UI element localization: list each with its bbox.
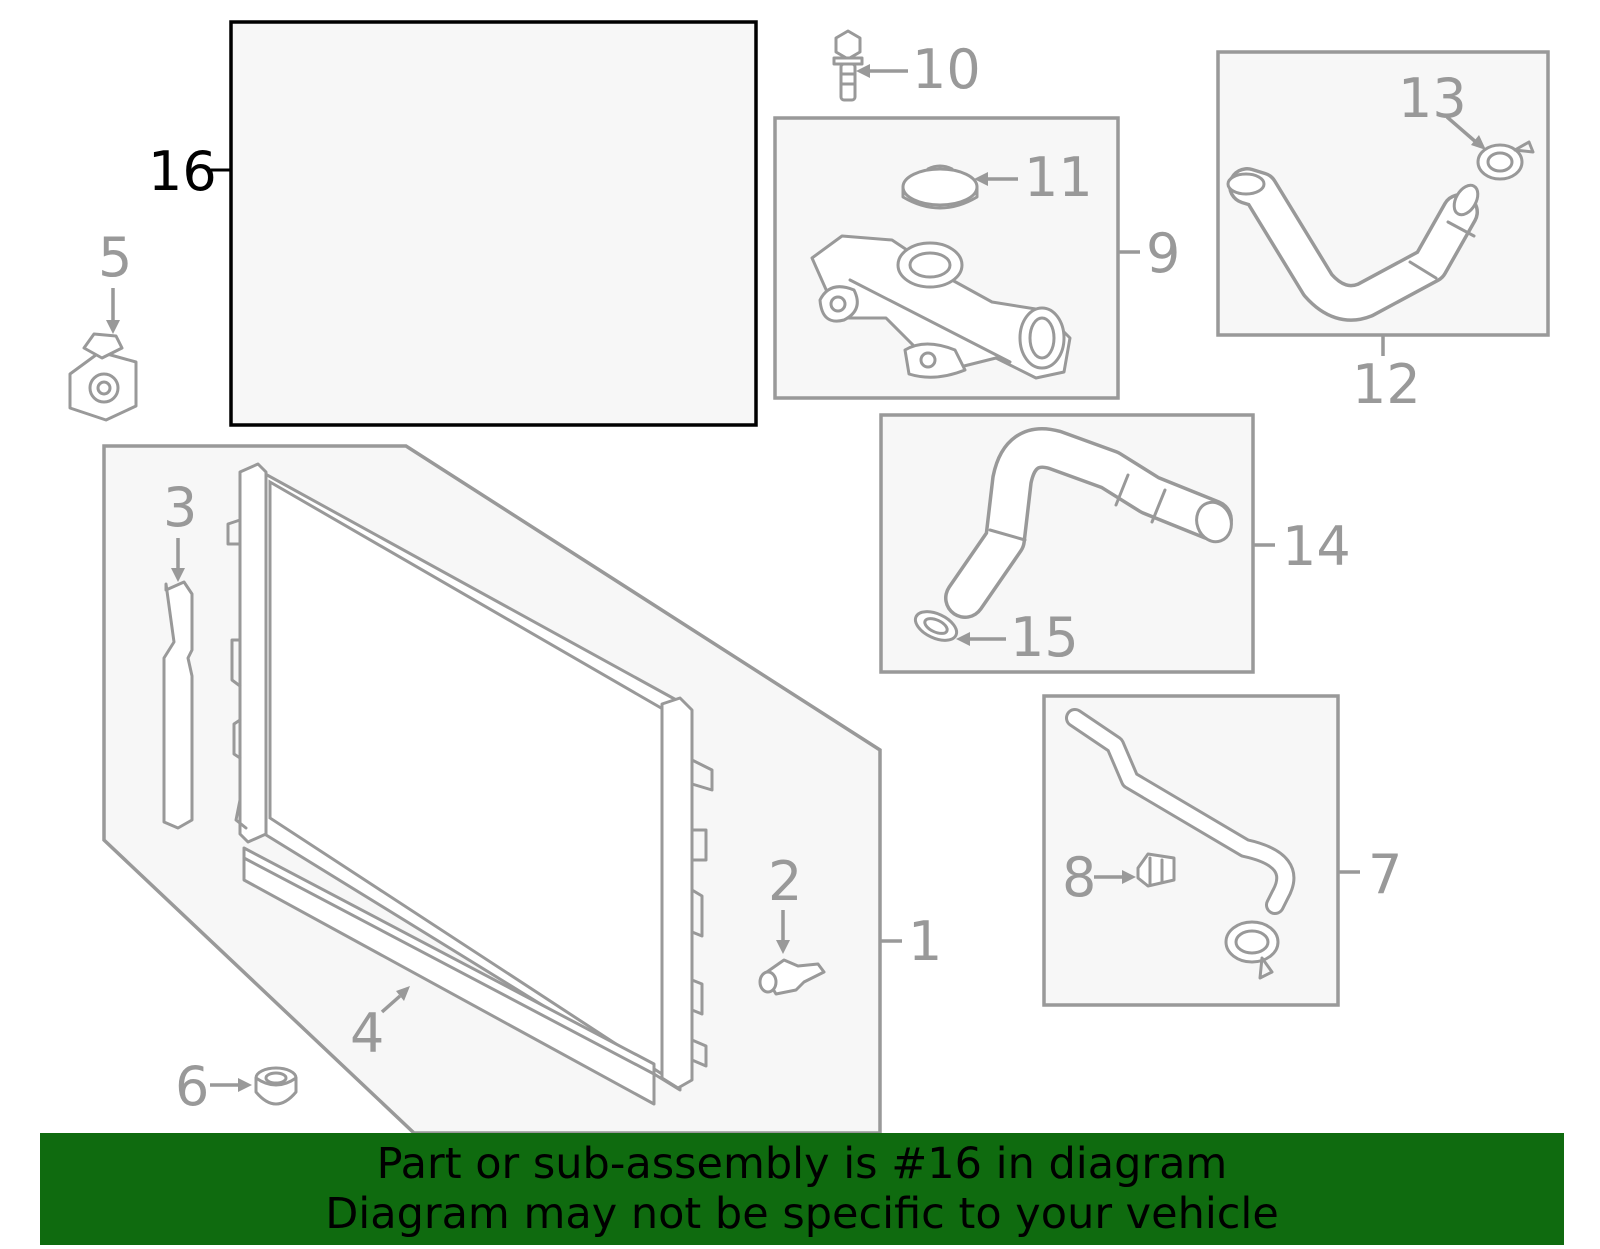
callout-4: 4 xyxy=(350,1002,384,1065)
info-banner: Part or sub-assembly is #16 in diagram D… xyxy=(40,1133,1564,1245)
callout-10: 10 xyxy=(912,38,981,101)
part-7-hose xyxy=(1065,708,1296,915)
part-14-hose xyxy=(944,427,1233,619)
part-5-group[interactable]: 5 xyxy=(68,226,138,422)
part-12-hose xyxy=(1226,167,1480,322)
part-7-clamp xyxy=(1224,920,1280,980)
part-4-seal[interactable] xyxy=(242,846,656,1106)
part-16-group[interactable]: 16 xyxy=(148,20,758,427)
part-13-clamp[interactable] xyxy=(1476,140,1535,181)
radiator xyxy=(226,462,714,1092)
part-8-clip[interactable] xyxy=(1136,852,1176,888)
part-9-housing xyxy=(810,234,1072,380)
callout-5: 5 xyxy=(98,226,132,289)
callout-3: 3 xyxy=(163,476,197,539)
callout-9: 9 xyxy=(1146,222,1180,285)
callout-16: 16 xyxy=(148,140,217,203)
banner-line-1: Part or sub-assembly is #16 in diagram xyxy=(376,1139,1228,1189)
callout-12: 12 xyxy=(1352,353,1421,416)
part-16-box[interactable] xyxy=(229,20,758,427)
part-5-bracket xyxy=(68,332,138,422)
part-2-drain-plug[interactable] xyxy=(758,958,826,996)
banner-line-2: Diagram may not be specific to your vehi… xyxy=(325,1189,1279,1239)
part-7-box xyxy=(1042,694,1340,1007)
callout-7: 7 xyxy=(1368,843,1402,906)
part-11-cap[interactable] xyxy=(901,164,979,210)
callout-1: 1 xyxy=(908,910,942,973)
callout-2: 2 xyxy=(768,850,802,913)
callout-6: 6 xyxy=(175,1055,209,1118)
part-7-group[interactable]: 7 8 xyxy=(1042,694,1402,1007)
part-6-grommet[interactable] xyxy=(254,1066,298,1106)
callout-13: 13 xyxy=(1398,67,1467,130)
callout-8: 8 xyxy=(1062,846,1096,909)
part-15-clamp[interactable] xyxy=(911,606,961,646)
part-14-group[interactable]: 14 15 xyxy=(879,413,1351,674)
part-12-group[interactable]: 12 13 xyxy=(1216,50,1550,416)
part-3-seal[interactable] xyxy=(162,580,194,830)
callout-11: 11 xyxy=(1024,146,1093,209)
callout-15: 15 xyxy=(1010,606,1079,669)
part-10-bolt[interactable]: 10 xyxy=(832,29,981,102)
callout-14: 14 xyxy=(1282,515,1351,578)
part-9-group[interactable]: 9 11 xyxy=(773,116,1180,400)
part-1-group[interactable]: 1 3 xyxy=(102,444,942,1135)
